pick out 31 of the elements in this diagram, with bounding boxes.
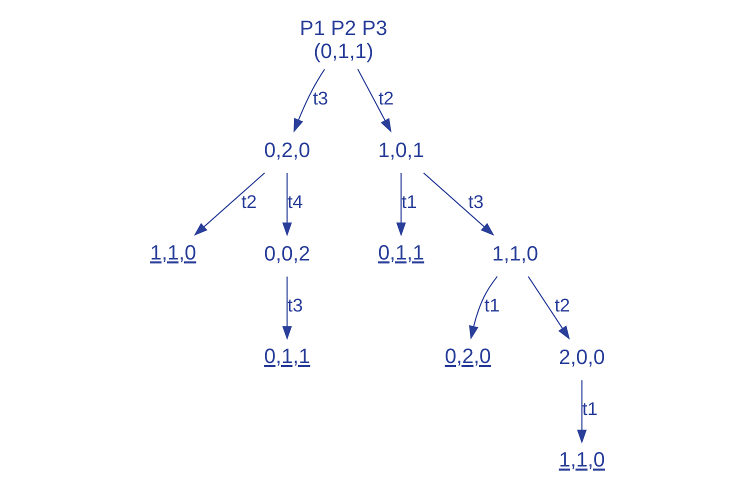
node-text: 1,0,1	[378, 138, 424, 162]
arrow	[528, 276, 570, 340]
node-text: 0,0,2	[264, 242, 310, 265]
edge-label: t3	[468, 190, 484, 212]
edge-label: t3	[287, 294, 303, 316]
arrow	[294, 68, 326, 132]
arrow	[577, 380, 587, 444]
edge-label: t3	[312, 86, 328, 108]
edge-label: t1	[582, 398, 598, 419]
edge-label: t1	[484, 294, 500, 316]
node-text: 0,2,0	[444, 344, 491, 368]
node-text: 1,1,0	[558, 448, 605, 472]
node-text: 1,1,0	[492, 242, 538, 265]
arrow	[282, 172, 292, 236]
node-text: 0,2,0	[264, 138, 310, 162]
edge-label: t2	[241, 190, 257, 212]
arrow	[357, 68, 392, 132]
node-text: P1 P2 P3 (0,1,1)	[300, 16, 388, 62]
edge-label: t1	[401, 190, 417, 212]
node-text: 0,1,1	[378, 240, 424, 264]
node-text: 2,0,0	[558, 346, 605, 369]
arrow	[282, 276, 292, 340]
edge-label: t2	[554, 294, 570, 316]
node-text: 1,1,0	[150, 240, 196, 264]
node-text: 0,1,1	[264, 344, 310, 368]
edge-label: t4	[287, 190, 303, 212]
edge-label: t2	[378, 86, 394, 108]
arrow	[194, 172, 265, 236]
arrow	[423, 172, 494, 236]
arrow	[396, 172, 406, 236]
arrow	[469, 276, 498, 340]
